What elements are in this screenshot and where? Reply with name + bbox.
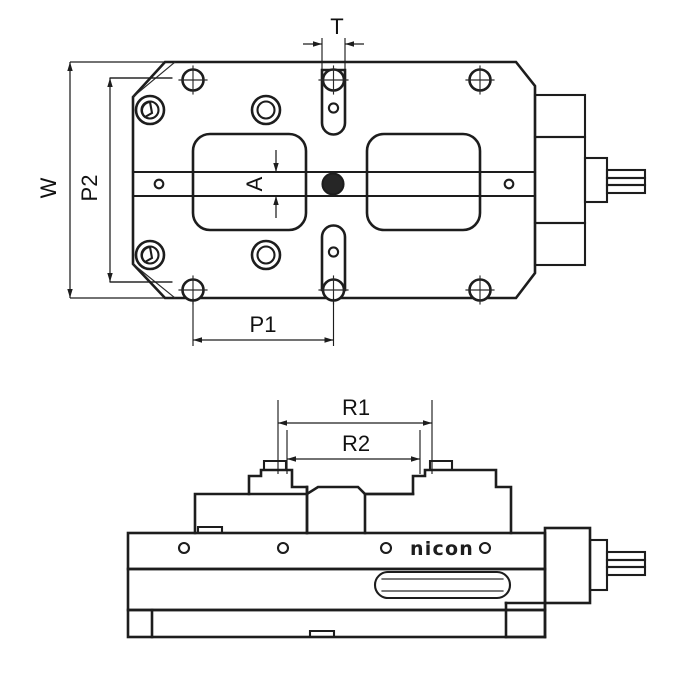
dimension-R2: R2	[286, 430, 421, 474]
front-view-right-blocks	[504, 526, 592, 639]
dimension-label-W: W	[36, 177, 61, 198]
front-view-base-notch-bottom	[308, 629, 336, 639]
top-view-rail-hole-left	[153, 178, 165, 190]
top-view-slot-bottom	[320, 224, 347, 292]
dimension-W: W	[36, 61, 165, 299]
dimension-A: A	[242, 150, 320, 218]
front-view: nicon	[126, 459, 647, 639]
dimension-label-P2: P2	[77, 175, 102, 202]
top-view-left-pocket	[191, 132, 308, 232]
counterbore-hole-upper-center	[250, 94, 282, 126]
bolt-hole-top-center	[318, 65, 349, 95]
front-view-slot-strip	[373, 570, 512, 600]
top-view	[109, 60, 647, 305]
top-view-counterbore-holes	[134, 94, 282, 271]
dimension-label-P1: P1	[250, 312, 277, 337]
top-view-right-pocket	[365, 132, 482, 232]
top-view-drive-shaft	[583, 156, 647, 204]
counterbore-hole-lower-center	[250, 239, 282, 271]
dimension-T: T	[303, 14, 364, 70]
dimension-P2: P2	[77, 77, 172, 283]
top-view-rail-hole-right	[503, 178, 515, 190]
dimension-P1: P1	[192, 298, 335, 346]
dowel-hole-lower-left	[134, 239, 166, 271]
bolt-hole-bottom-right	[465, 275, 495, 305]
dimension-label-R1: R1	[342, 395, 370, 420]
top-view-body-outline	[131, 60, 537, 300]
dimension-R1: R1	[277, 395, 433, 474]
dimension-label-R2: R2	[342, 431, 370, 456]
front-view-bridge	[305, 485, 367, 496]
bolt-hole-bottom-center	[318, 275, 349, 305]
brand-logo: nicon	[410, 538, 474, 560]
front-view-upper-profile	[193, 468, 513, 535]
bolt-hole-top-left	[178, 65, 208, 95]
top-view-center-pin-hole	[321, 172, 345, 196]
front-view-base-notch-left	[196, 525, 224, 535]
dimension-label-T: T	[330, 14, 343, 39]
front-view-jaw-tabs	[262, 459, 454, 472]
bolt-hole-top-right	[465, 65, 495, 95]
top-view-center-rail	[131, 170, 537, 198]
top-view-bolt-holes	[178, 65, 495, 305]
top-view-slot-top	[320, 68, 347, 136]
top-view-right-blocks	[533, 93, 587, 267]
front-view-drive-shaft	[588, 538, 647, 592]
dimension-label-A: A	[242, 176, 267, 191]
front-view-base-holes	[177, 541, 492, 555]
dowel-hole-upper-left	[134, 94, 166, 126]
